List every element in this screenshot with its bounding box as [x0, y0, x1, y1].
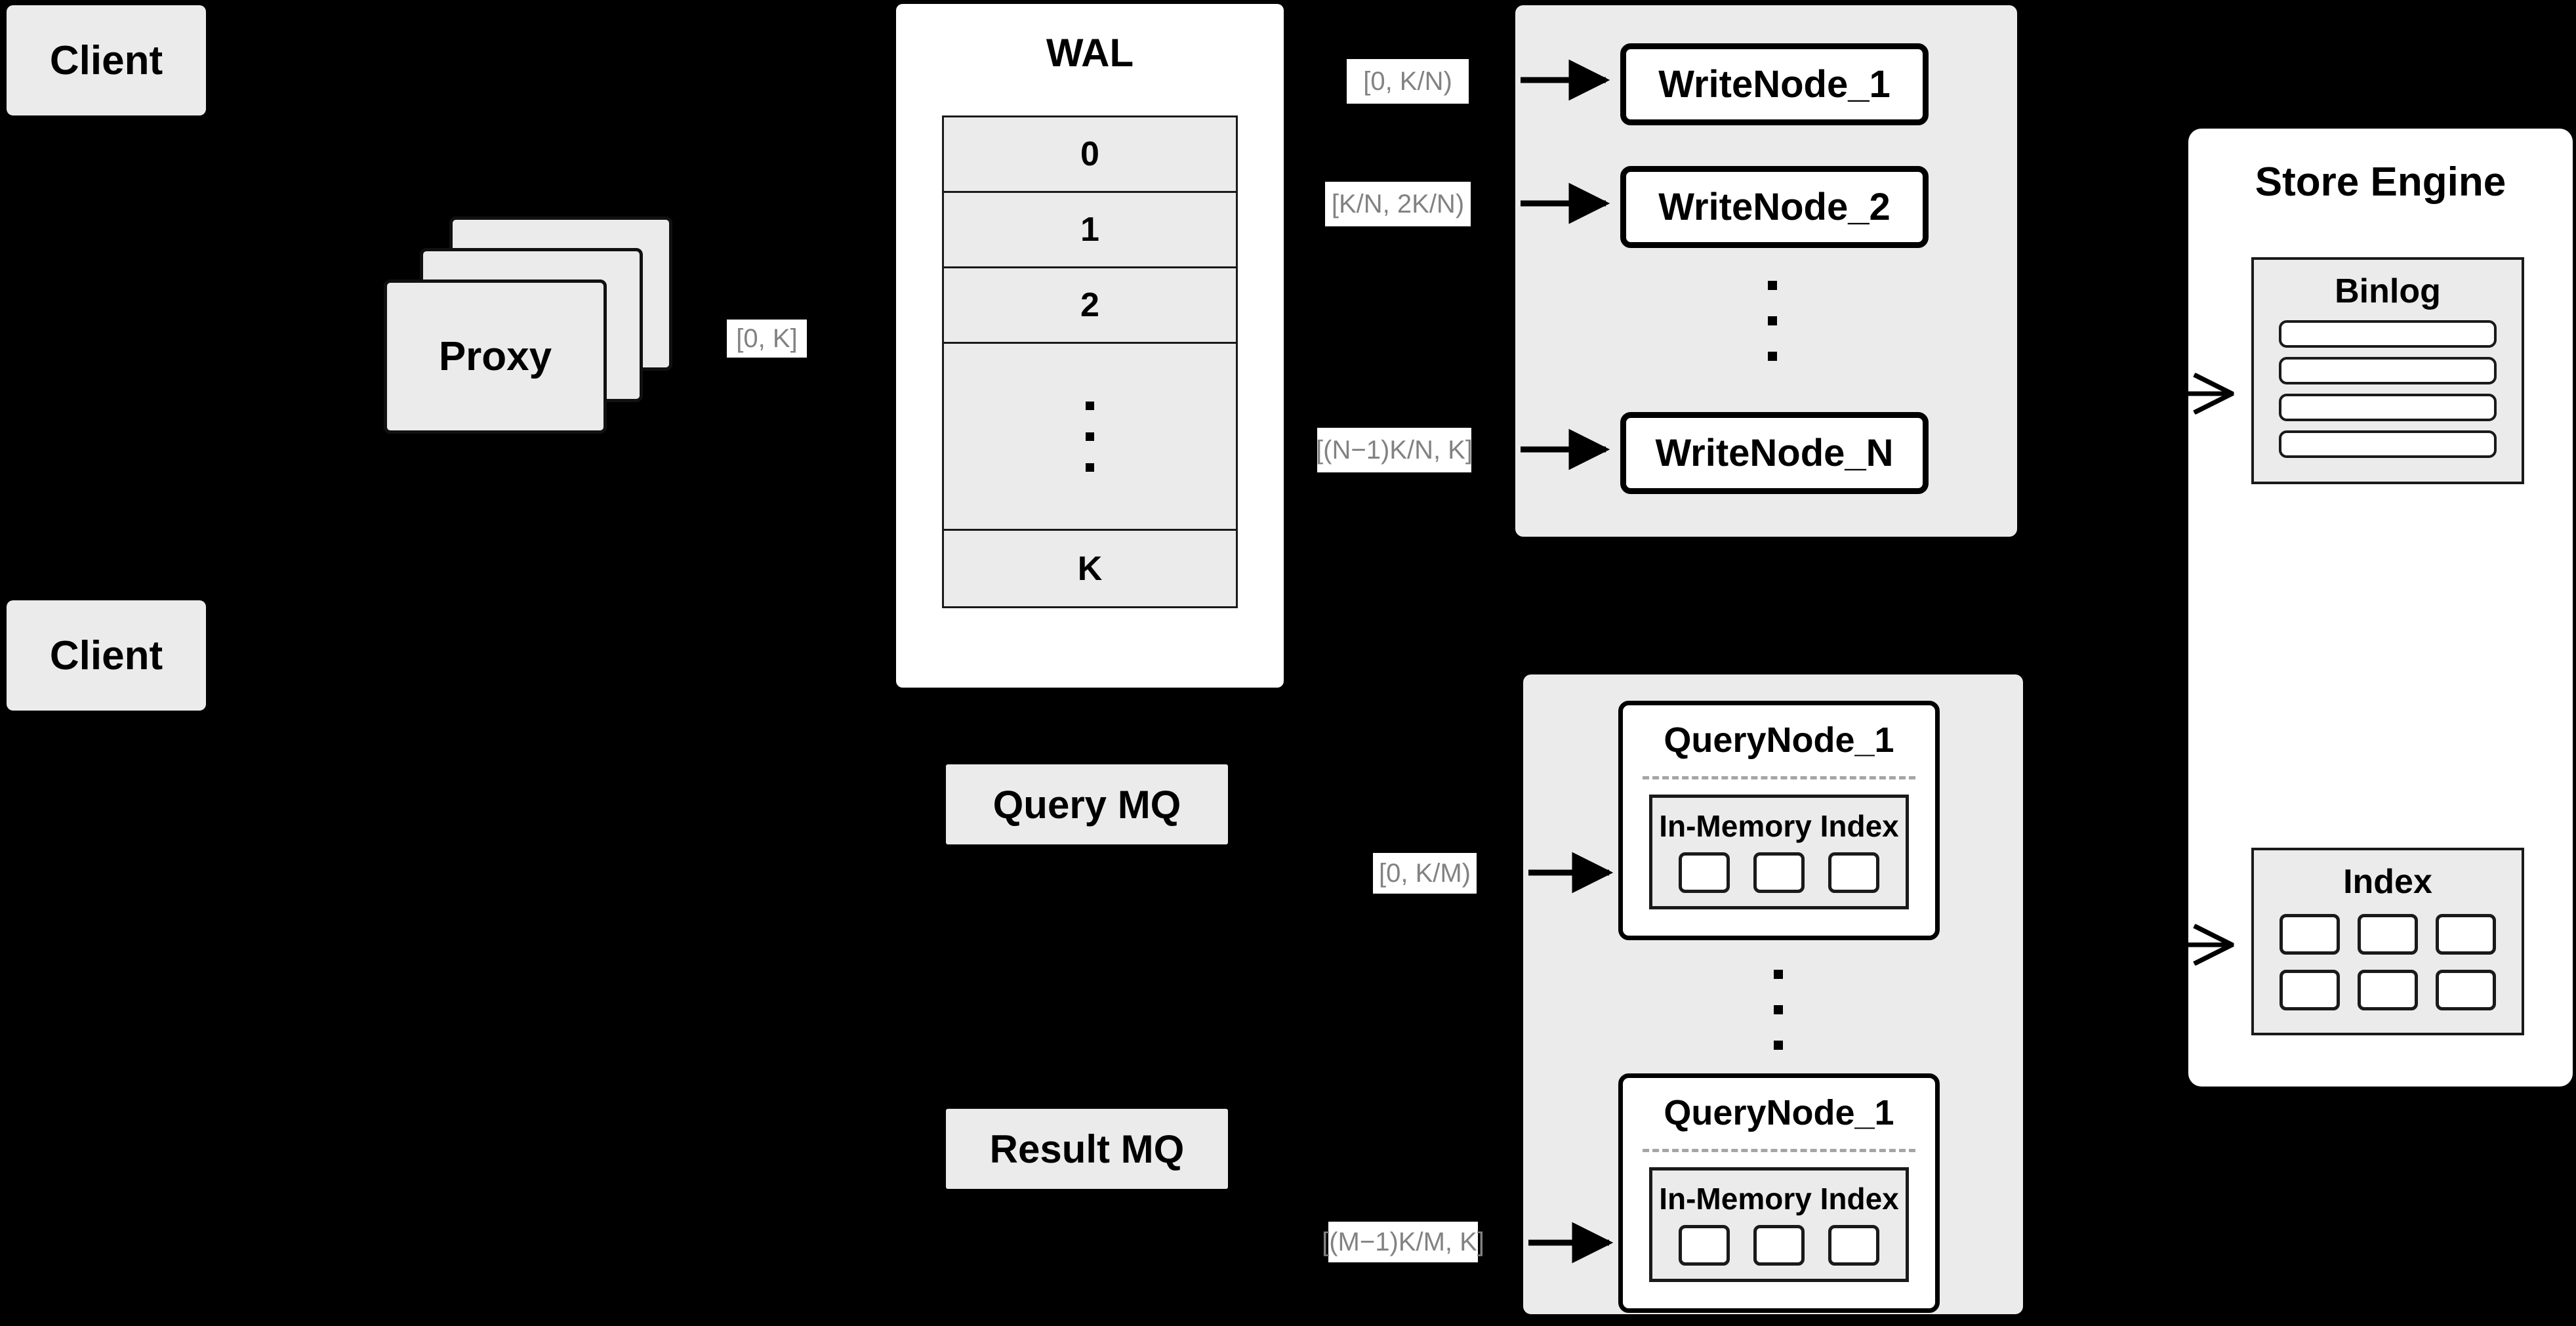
- index-cell: [2357, 913, 2418, 955]
- index-cell: [2280, 913, 2341, 955]
- wal-row-value: 0: [1080, 135, 1099, 173]
- range-label-query-m: [(M−1)K/M, K]: [1322, 1222, 1484, 1262]
- query-node-label: QueryNode_1: [1664, 720, 1894, 760]
- range-label-write-1: [0, K/N): [1347, 59, 1469, 104]
- range-label-proxy-to-wal: [0, K]: [727, 320, 807, 358]
- in-memory-index-title: In-Memory Index: [1659, 809, 1899, 843]
- binlog-row: [2279, 394, 2497, 421]
- binlog-panel: Binlog: [2251, 257, 2524, 484]
- range-label-write-n: [(N−1)K/N, K]: [1316, 428, 1473, 472]
- index-cell: [2435, 969, 2496, 1010]
- range-label-text: [0, K/N): [1363, 66, 1452, 96]
- index-panel: Index: [2251, 848, 2524, 1035]
- client-node-1[interactable]: Client: [7, 5, 206, 115]
- query-group-ellipsis-icon: [1774, 970, 1783, 1050]
- wal-row-value: K: [1077, 549, 1103, 588]
- index-grid: [2276, 911, 2499, 1013]
- query-node-divider: [1643, 1149, 1915, 1152]
- store-engine-title: Store Engine: [2255, 159, 2506, 205]
- query-mq-node[interactable]: Query MQ: [946, 764, 1228, 844]
- store-engine-panel: Store Engine Binlog Index: [2188, 129, 2573, 1087]
- proxy-stack[interactable]: Proxy: [384, 217, 676, 436]
- write-node-label: WriteNode_1: [1658, 63, 1891, 106]
- index-cell: [1828, 1225, 1879, 1266]
- index-cell: [1828, 852, 1879, 893]
- write-node-2[interactable]: WriteNode_2: [1620, 166, 1929, 248]
- range-label-text: [0, K/M): [1378, 858, 1471, 888]
- write-node-label: WriteNode_2: [1658, 186, 1891, 228]
- wal-row: K: [944, 531, 1236, 606]
- binlog-row: [2279, 320, 2497, 348]
- wal-row: 0: [944, 117, 1236, 193]
- index-cell: [2357, 969, 2418, 1010]
- proxy-label: Proxy: [438, 334, 552, 379]
- query-mq-label: Query MQ: [992, 782, 1181, 827]
- index-cell: [1753, 1225, 1805, 1266]
- in-memory-index-panel: In-Memory Index: [1649, 795, 1909, 909]
- index-title: Index: [2343, 863, 2432, 901]
- binlog-row: [2279, 357, 2497, 384]
- wal-table: 0 1 2 K: [942, 115, 1238, 608]
- index-cell: [1679, 852, 1730, 893]
- wal-row-ellipsis: [944, 344, 1236, 531]
- wal-row: 2: [944, 268, 1236, 344]
- in-memory-index-panel: In-Memory Index: [1649, 1167, 1909, 1282]
- index-cell: [2435, 913, 2496, 955]
- range-label-text: [(N−1)K/N, K]: [1316, 435, 1473, 465]
- write-node-n[interactable]: WriteNode_N: [1620, 412, 1929, 494]
- client-label: Client: [49, 37, 163, 83]
- write-node-group: WriteNode_1 WriteNode_2 WriteNode_N: [1515, 5, 2017, 537]
- binlog-title: Binlog: [2335, 272, 2441, 310]
- index-cell: [2280, 969, 2341, 1010]
- query-node-m[interactable]: QueryNode_1 In-Memory Index: [1618, 1073, 1940, 1313]
- result-mq-label: Result MQ: [989, 1127, 1185, 1171]
- binlog-row: [2279, 430, 2497, 458]
- query-node-group: QueryNode_1 In-Memory Index QueryNode_1 …: [1523, 674, 2023, 1314]
- in-memory-index-cells: [1667, 852, 1891, 893]
- wal-row: 1: [944, 193, 1236, 268]
- query-node-label: QueryNode_1: [1664, 1093, 1894, 1132]
- in-memory-index-cells: [1667, 1225, 1891, 1266]
- range-label-text: [K/N, 2K/N): [1331, 189, 1465, 218]
- wal-title: WAL: [1046, 31, 1134, 75]
- write-group-ellipsis-icon: [1768, 281, 1777, 361]
- range-label-write-2: [K/N, 2K/N): [1325, 182, 1471, 226]
- proxy-card-front[interactable]: Proxy: [384, 280, 607, 434]
- range-label-text: [(M−1)K/M, K]: [1322, 1227, 1484, 1256]
- wal-panel: WAL 0 1 2 K: [896, 4, 1284, 688]
- wal-row-value: 1: [1080, 211, 1099, 249]
- binlog-rows: [2279, 320, 2497, 458]
- in-memory-index-title: In-Memory Index: [1659, 1182, 1899, 1216]
- write-node-1[interactable]: WriteNode_1: [1620, 43, 1929, 125]
- range-label-query-1: [0, K/M): [1373, 853, 1477, 894]
- client-label: Client: [49, 632, 163, 678]
- index-cell: [1679, 1225, 1730, 1266]
- vertical-ellipsis-icon: [1086, 401, 1094, 472]
- query-node-divider: [1643, 776, 1915, 779]
- query-node-1[interactable]: QueryNode_1 In-Memory Index: [1618, 701, 1940, 940]
- range-label-text: [0, K]: [736, 323, 798, 353]
- result-mq-node[interactable]: Result MQ: [946, 1109, 1228, 1189]
- write-node-label: WriteNode_N: [1655, 432, 1894, 474]
- wal-row-value: 2: [1080, 286, 1099, 324]
- client-node-2[interactable]: Client: [7, 600, 206, 711]
- index-cell: [1753, 852, 1805, 893]
